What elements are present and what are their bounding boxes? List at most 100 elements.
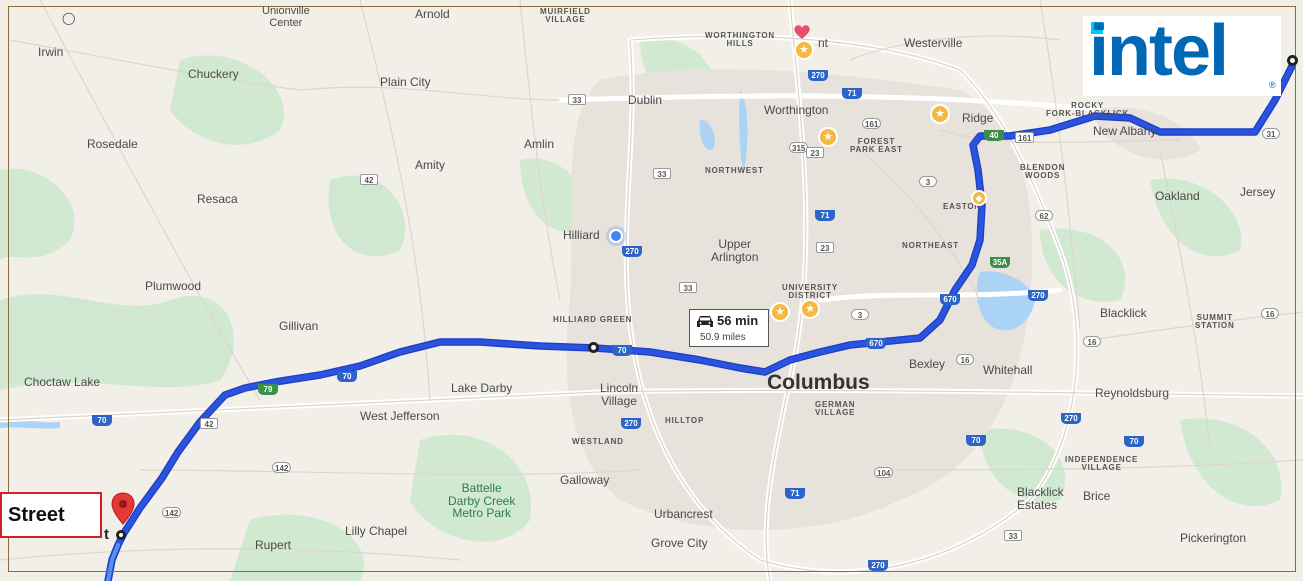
place-blendon-woods: BLENDON WOODS bbox=[1020, 163, 1066, 181]
poi-star-icon[interactable]: ★ bbox=[930, 104, 950, 124]
place-bexley: Bexley bbox=[909, 357, 946, 371]
route-summary-callout[interactable]: 56 min 50.9 miles bbox=[689, 309, 769, 347]
place-forest-park-east: FOREST PARK EAST bbox=[850, 137, 903, 155]
place-lincoln-village: Lincoln Village bbox=[600, 381, 639, 408]
shield-sr3-south: 3 bbox=[851, 309, 869, 320]
shield-i270-west: 270 bbox=[622, 246, 642, 257]
street-label-box: Street bbox=[0, 492, 102, 538]
shield-i670-b: 670 bbox=[866, 338, 886, 349]
place-amlin: Amlin bbox=[524, 137, 555, 151]
shield-i70-e: 70 bbox=[1124, 436, 1144, 447]
place-battelle-darby-creek-metro-park: Battelle Darby Creek Metro Park bbox=[448, 481, 516, 521]
place-westland: WESTLAND bbox=[572, 437, 624, 446]
car-icon bbox=[697, 316, 713, 327]
shield-us33-b: 33 bbox=[653, 168, 671, 179]
shield-i71: 71 bbox=[842, 88, 862, 99]
poi-star-icon[interactable]: ★ bbox=[818, 127, 838, 147]
intel-logo: intel ® bbox=[1083, 11, 1281, 96]
place-plain-city: Plain City bbox=[380, 75, 431, 89]
poi-heart-pin-icon[interactable] bbox=[793, 24, 811, 40]
place-lilly-chapel: Lilly Chapel bbox=[345, 524, 408, 538]
poi-star-icon[interactable]: ★ bbox=[794, 40, 814, 60]
place-brice: Brice bbox=[1083, 489, 1111, 503]
place-independence-village: INDEPENDENCE VILLAGE bbox=[1065, 455, 1139, 473]
place-worthington-hills: WORTHINGTON HILLS bbox=[705, 31, 775, 49]
shield-sr35a: 35A bbox=[990, 257, 1010, 268]
shield-i670: 670 bbox=[940, 294, 960, 305]
place-irwin: Irwin bbox=[38, 45, 64, 59]
shield-i71-south: 71 bbox=[785, 488, 805, 499]
shield-sr16-b: 16 bbox=[956, 354, 974, 365]
place-pickerington: Pickerington bbox=[1180, 531, 1247, 545]
place-muirfield-village: MUIRFIELD VILLAGE bbox=[540, 7, 591, 25]
shield-sr31: 31 bbox=[1262, 128, 1280, 139]
waypoint-icon[interactable] bbox=[588, 342, 599, 353]
place-new-albany: New Albany bbox=[1093, 124, 1157, 138]
poi-star-icon[interactable]: ★ bbox=[800, 299, 820, 319]
place-dublin: Dublin bbox=[628, 93, 663, 107]
route-distance: 50.9 miles bbox=[700, 332, 746, 343]
shield-us33-c: 33 bbox=[679, 282, 697, 293]
intel-registered-mark: ® bbox=[1269, 80, 1276, 90]
shield-i71-mid: 71 bbox=[815, 210, 835, 221]
street-label: Street bbox=[8, 504, 65, 526]
place-worthington: Worthington bbox=[764, 103, 829, 117]
place-arnold: Arnold bbox=[415, 7, 450, 21]
shield-i270: 270 bbox=[808, 70, 828, 81]
current-location-icon bbox=[609, 229, 623, 243]
shield-sr3: 3 bbox=[919, 176, 937, 187]
place-hilltop: HILLTOP bbox=[665, 416, 705, 425]
intel-logo-text: intel bbox=[1089, 11, 1229, 91]
place-fragment-t: t bbox=[104, 526, 109, 543]
shield-us42: 42 bbox=[360, 174, 378, 185]
place-columbus: Columbus bbox=[767, 371, 870, 394]
place-resaca: Resaca bbox=[197, 192, 238, 206]
shield-i270-sw: 270 bbox=[621, 418, 641, 429]
shield-sr40: 40 bbox=[984, 130, 1004, 141]
shield-us23-b: 23 bbox=[816, 242, 834, 253]
place-reynoldsburg: Reynoldsburg bbox=[1095, 386, 1170, 400]
poi-star-icon[interactable]: ★ bbox=[770, 302, 790, 322]
place-upper-arlington: Upper Arlington bbox=[711, 237, 759, 264]
shield-us33-d: 33 bbox=[1004, 530, 1022, 541]
shield-sr16: 16 bbox=[1261, 308, 1279, 319]
shield-i270-south: 270 bbox=[868, 560, 888, 571]
place-lake-darby: Lake Darby bbox=[451, 381, 513, 395]
place-nt: nt bbox=[818, 36, 829, 50]
shield-sr104: 104 bbox=[874, 467, 894, 478]
intel-logo-dot bbox=[1091, 22, 1103, 34]
place-rupert: Rupert bbox=[255, 538, 292, 552]
place-irwin-marker: ◯ bbox=[62, 11, 76, 25]
shield-us23: 23 bbox=[806, 147, 824, 158]
waypoint-destination-icon[interactable] bbox=[1287, 55, 1298, 66]
shield-i270-se: 270 bbox=[1061, 413, 1081, 424]
shield-sr161-east: 161 bbox=[1015, 132, 1035, 143]
shield-sr142: 142 bbox=[272, 462, 292, 473]
poi-shopping-icon[interactable]: ◆ bbox=[971, 190, 987, 206]
place-gillivan: Gillivan bbox=[279, 319, 319, 333]
waypoint-origin-icon[interactable] bbox=[116, 530, 126, 540]
map-pin-icon[interactable] bbox=[110, 492, 136, 528]
place-galloway: Galloway bbox=[560, 473, 610, 487]
shield-i70-west: 70 bbox=[612, 345, 632, 356]
place-german-village: GERMAN VILLAGE bbox=[815, 400, 856, 418]
place-northeast: NORTHEAST bbox=[902, 241, 959, 250]
shield-i70-c: 70 bbox=[92, 415, 112, 426]
shield-sr79: 79 bbox=[258, 384, 278, 395]
place-blacklick: Blacklick bbox=[1100, 306, 1147, 320]
place-rocky-fork-blacklick: ROCKY FORK-BLACKLICK bbox=[1046, 101, 1130, 119]
place-grove-city: Grove City bbox=[651, 536, 708, 550]
place-westerville: Westerville bbox=[904, 36, 963, 50]
route-duration: 56 min bbox=[717, 313, 759, 328]
place-chuckery: Chuckery bbox=[188, 67, 239, 81]
shield-i70-b: 70 bbox=[337, 371, 357, 382]
place-plumwood: Plumwood bbox=[145, 279, 202, 293]
shield-i70-d: 70 bbox=[966, 435, 986, 446]
place-northwest: NORTHWEST bbox=[705, 166, 764, 175]
shield-sr161: 161 bbox=[862, 118, 882, 129]
place-blacklick-estates: Blacklick Estates bbox=[1017, 485, 1064, 512]
place-urbancrest: Urbancrest bbox=[654, 507, 713, 521]
shield-us33: 33 bbox=[568, 94, 586, 105]
